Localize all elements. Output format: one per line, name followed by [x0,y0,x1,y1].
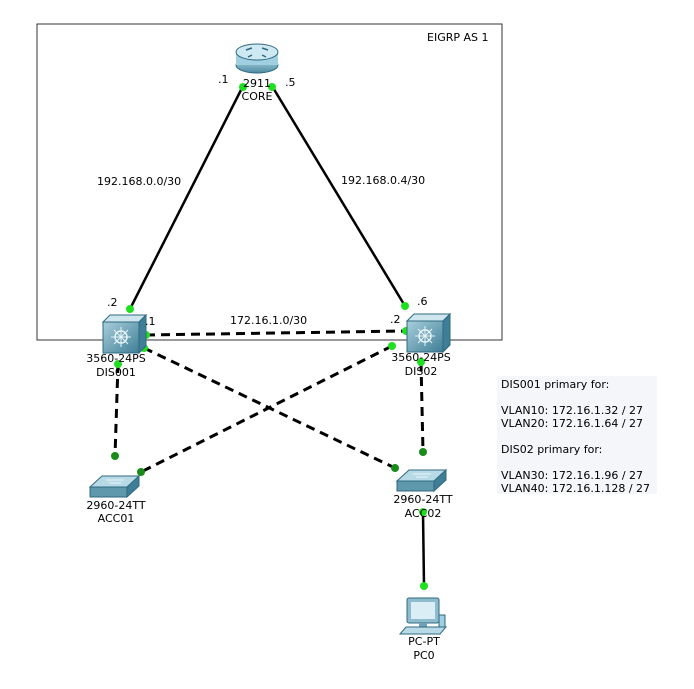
note-vlan-line: VLAN40: 172.16.1.128 / 27 [501,482,651,495]
dis02-name-label: DIS02 [405,365,438,378]
subnet-label-dis001-dis02: 172.16.1.0/30 [230,314,307,327]
core-model-label: 2911 [243,77,271,90]
note-vlan-line: VLAN10: 172.16.1.32 / 27 [501,404,644,417]
port-dot [111,452,119,460]
note-vlan-line: VLAN20: 172.16.1.64 / 27 [501,417,644,430]
port-dot [114,360,122,368]
pc0-model-label: PC-PT [408,635,440,648]
acc02-name-label: ACC02 [405,507,442,520]
ip-label-core-to-dis001: .1 [218,73,229,86]
note-vlan-line: VLAN30: 172.16.1.96 / 27 [501,469,644,482]
link-acc02-pc0 [421,511,426,587]
switch-icon [88,474,141,499]
ip-label-dis001-uplink: .2 [107,296,118,309]
dis02-model-label: 3560-24PS [391,351,451,364]
dis001-name-label: DIS001 [96,366,136,379]
port-dot [401,302,409,310]
switch-icon [395,468,448,493]
pc0-name-label: PC0 [413,649,434,662]
acc02-switch[interactable]: 2960-24TT ACC02 [393,468,453,520]
link-core-dis001 [128,85,245,310]
acc02-model-label: 2960-24TT [393,493,452,506]
subnet-label-core-dis001: 192.168.0.0/30 [97,175,181,188]
dis02-switch[interactable]: 3560-24PS DIS02 [391,312,452,378]
dis001-switch[interactable]: 3560-24PS DIS001 [86,313,148,379]
port-dot [388,342,396,350]
port-dot [417,358,425,366]
ip-label-dis02-uplink: .6 [417,295,428,308]
dis001-model-label: 3560-24PS [86,352,146,365]
link-dis02-acc02 [419,361,425,453]
port-dot [420,582,428,590]
note-dis001-heading: DIS001 primary for: [501,378,610,391]
eigrp-area-box [36,23,503,341]
core-router[interactable]: 2911 CORE [235,43,279,103]
vlan-primary-note: DIS001 primary for: VLAN10: 172.16.1.32 … [497,376,657,495]
note-dis02-heading: DIS02 primary for: [501,443,603,456]
eigrp-area-label: EIGRP AS 1 [427,31,489,44]
router-icon [235,43,279,74]
ip-label-dis001-crosslink: .1 [145,315,156,328]
link-endpoints [111,83,428,590]
multilayer-switch-icon [405,312,452,354]
port-dot [419,448,427,456]
multilayer-switch-icon [101,313,148,355]
port-dot [126,305,134,313]
port-dot [419,508,427,516]
port-dot [391,464,399,472]
port-dot [268,83,276,91]
ip-label-dis02-crosslink: .2 [390,313,401,326]
subnet-label-core-dis02: 192.168.0.4/30 [341,174,425,187]
pc-icon [398,597,448,635]
port-dot [239,83,247,91]
pc0-host[interactable]: PC-PT PC0 [398,597,448,662]
acc01-model-label: 2960-24TT [86,499,145,512]
link-core-dis02 [270,85,407,307]
ip-label-core-to-dis02: .5 [285,76,296,89]
acc01-name-label: ACC01 [98,512,135,525]
port-dot [137,468,145,476]
link-dis001-dis02 [145,329,407,337]
core-name-label: CORE [242,90,273,103]
link-dis02-acc01 [140,344,393,474]
link-dis001-acc01 [113,363,120,457]
acc01-switch[interactable]: 2960-24TT ACC01 [86,474,146,525]
